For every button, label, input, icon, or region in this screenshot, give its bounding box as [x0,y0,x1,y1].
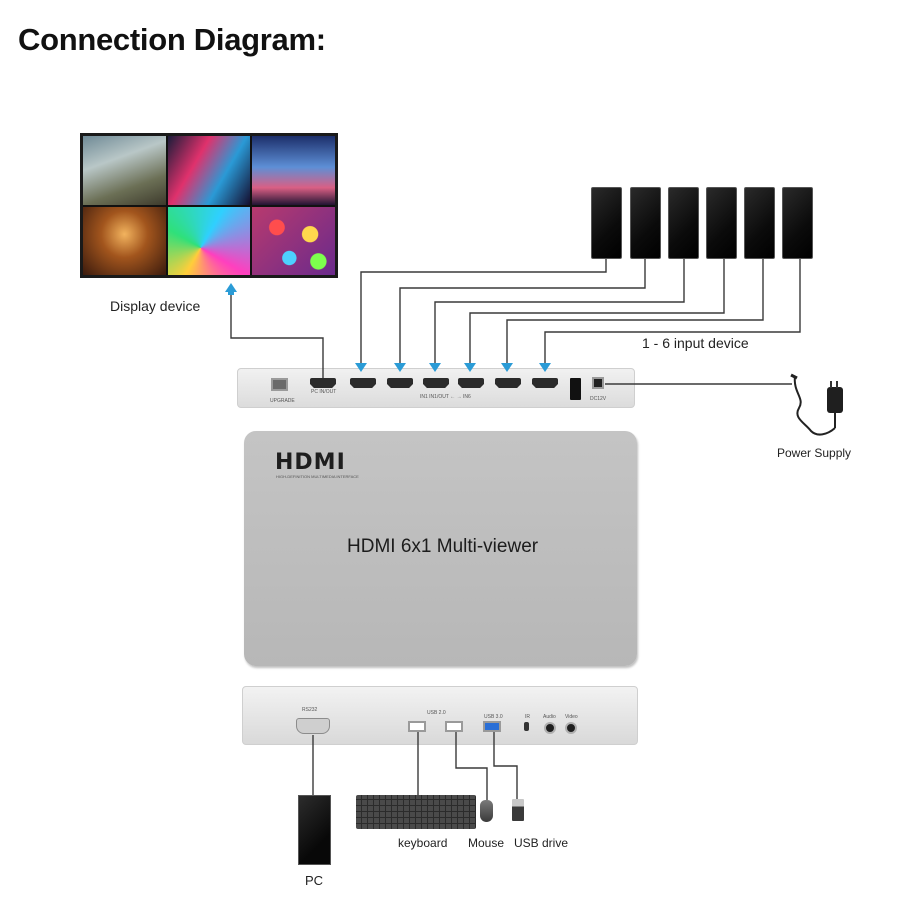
hdmi-output-port [310,378,336,388]
usb3-label: USB 3.0 [484,714,503,720]
hdmi-input-port-4 [458,378,484,388]
keyboard-label: keyboard [398,836,448,850]
multiview-screen [83,136,335,275]
hdmi-logo: HDMI [275,450,346,475]
display-monitor-icon [80,133,338,278]
input-cable-3 [434,259,685,363]
dc-jack-label: DC12V [590,396,607,402]
usb-drive-label: USB drive [514,836,569,850]
rs232-port [296,718,330,734]
display-arrow-icon [225,283,237,292]
input-devices-label: 1 - 6 input device [642,335,749,351]
input-arrow-3-icon [429,363,441,372]
power-adapter-icon [790,373,843,436]
hdmi-input-port-2 [387,378,413,388]
power-supply-label: Power Supply [777,446,852,460]
ir-sensor [524,722,529,731]
video-label: Video [565,714,578,720]
input-device-1-icon [591,187,622,259]
pc-label: PC [305,873,324,888]
mouse-label: Mouse [468,836,505,850]
mouse-cable [455,732,488,800]
video-jack [565,722,577,734]
power-switch [570,378,581,400]
diagram-title: Connection Diagram: [18,22,326,57]
input-arrow-1-icon [355,363,367,372]
ir-label: IR [525,714,530,720]
back-panel [237,368,635,408]
multiviewer-device [244,431,637,666]
upgrade-port-label: UPGRADE [270,398,295,404]
hdmi-output-label: PC IN/OUT [311,389,337,395]
input-device-6-icon [782,187,813,259]
screen-tile-1 [83,136,166,205]
input-arrow-6-icon [539,363,551,372]
input-arrow-2-icon [394,363,406,372]
screen-tile-6 [252,206,335,275]
usb3-port [483,721,501,732]
dc-power-jack [592,377,604,389]
usb2-port-1 [408,721,426,732]
device-name: HDMI 6x1 Multi-viewer [347,536,539,557]
screen-tile-5 [167,206,251,275]
mouse-icon [480,800,493,822]
screen-tile-4 [83,206,166,275]
input-cable-1 [360,259,607,363]
display-device-label: Display device [110,298,201,314]
input-device-2-icon [630,187,661,259]
hdmi-logo-tagline: HIGH-DEFINITION MULTIMEDIA INTERFACE [276,474,359,479]
rs232-label: RS232 [302,707,318,713]
input-cable-2 [399,259,646,363]
input-device-3-icon [668,187,699,259]
input-cable-6 [544,259,801,363]
hdmi-input-ports-label: IN1 IN1/OUT ← → IN6 [420,394,471,400]
front-panel [242,686,638,745]
hdmi-input-port-3 [423,378,449,388]
hdmi-input-port-6 [532,378,558,388]
input-cable-5 [506,259,764,363]
input-arrow-4-icon [464,363,476,372]
keyboard-icon [356,795,476,829]
input-device-5-icon [744,187,775,259]
input-cable-4 [469,259,725,363]
screen-tile-2 [167,136,251,205]
screen-tile-3 [252,136,335,205]
usb2-port-2 [445,721,463,732]
hdmi-input-port-5 [495,378,521,388]
usb-drive-cable [493,732,518,799]
audio-jack [544,722,556,734]
usb2-label: USB 2.0 [427,710,446,716]
upgrade-port [271,378,288,391]
input-arrow-5-icon [501,363,513,372]
hdmi-input-port-1 [350,378,376,388]
audio-label: Audio [543,714,556,720]
display-cable [230,292,324,378]
display-arrow-stem [228,291,234,295]
usb-drive-icon [512,799,524,821]
input-device-4-icon [706,187,737,259]
pc-tower-icon [298,795,331,865]
